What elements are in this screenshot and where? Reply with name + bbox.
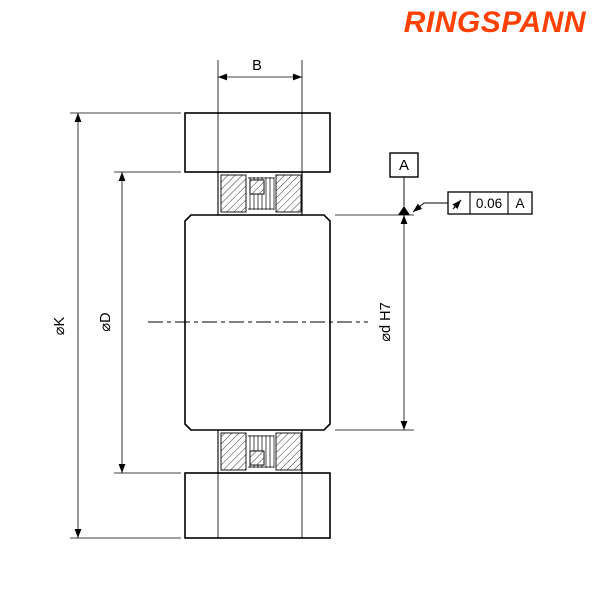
dim-label-bore: ⌀d H7 — [378, 302, 394, 341]
dimension-labels: B ⌀K ⌀D ⌀d H7 — [52, 58, 394, 342]
circular-runout-icon — [452, 199, 462, 210]
ringspann-logo: RINGSPANN — [403, 6, 586, 39]
part-outlines — [184, 112, 331, 539]
tolerance-datum: A — [515, 196, 524, 211]
fcf-leader — [412, 202, 450, 213]
inner-race-hatch-left-bottom — [220, 432, 247, 471]
bearing-outline-bottom — [217, 429, 303, 474]
dim-label-outer-diameter: ⌀K — [52, 316, 68, 335]
datum-letter: A — [399, 157, 409, 174]
fcf-box — [447, 191, 533, 215]
bearing-outline-top — [217, 171, 303, 216]
dim-label-width: B — [252, 58, 262, 74]
dim-label-flange-diameter: ⌀D — [98, 312, 114, 331]
feature-control-frame: 0.06 A — [412, 191, 533, 215]
datum-triangle — [398, 206, 410, 215]
tolerance-value: 0.06 — [476, 196, 502, 211]
outer-ring-top-section — [184, 112, 331, 173]
shaft-section — [184, 214, 331, 431]
inner-race-hatch-right-top — [275, 174, 302, 213]
cage-block-bottom-hatch — [249, 450, 265, 466]
freewheel-element-top — [217, 171, 303, 216]
freewheel-element-bottom — [217, 429, 303, 474]
cage-block-top-hatch — [249, 179, 265, 195]
inner-race-hatch-right-bottom — [275, 432, 302, 471]
dimension-lines — [70, 60, 414, 539]
datum-flag: A — [389, 152, 419, 215]
datum-box — [389, 152, 419, 178]
inner-race-hatch-left-top — [220, 174, 247, 213]
outer-ring-bottom-section — [184, 472, 331, 539]
